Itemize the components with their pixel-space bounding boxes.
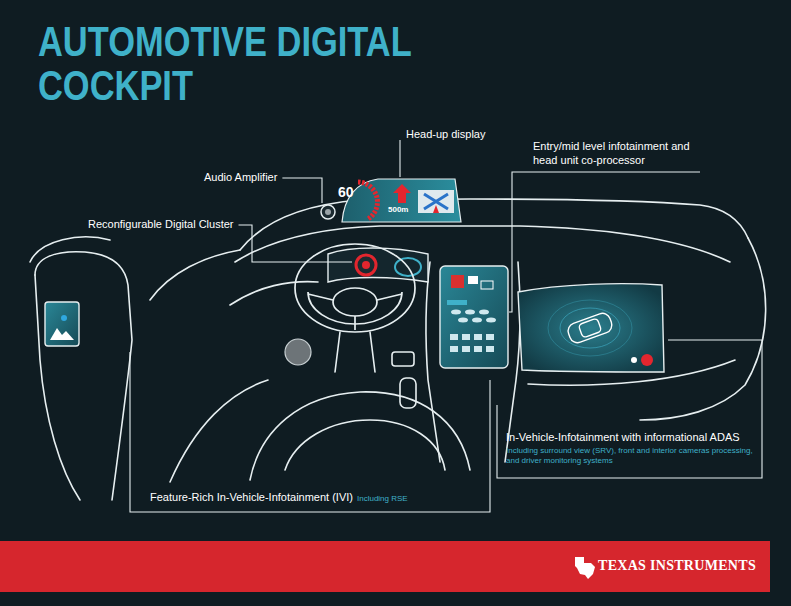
left-door xyxy=(30,237,110,262)
cluster-leader xyxy=(239,225,352,262)
music-icon xyxy=(451,275,464,288)
ivi-bracket xyxy=(130,352,490,512)
label-anchor: Entry/mid level infotainment and head un… xyxy=(533,139,705,167)
cluster-dial-core xyxy=(362,261,370,269)
leader-lines xyxy=(130,140,762,512)
gear-lever xyxy=(400,378,416,408)
adas-alert xyxy=(641,354,653,366)
speaker-grille xyxy=(285,339,311,365)
left-seat xyxy=(35,252,132,500)
console-bar xyxy=(447,300,467,305)
hud-map xyxy=(418,190,454,213)
label-anchor: 60 xyxy=(338,184,354,201)
console-icons xyxy=(450,310,496,353)
label-anchor: 500m xyxy=(388,205,408,215)
surround-view-rings xyxy=(548,300,632,356)
driver-seat-inner xyxy=(285,420,445,470)
label-anchor: Including RSE xyxy=(357,494,408,504)
dashboard-lower xyxy=(230,282,318,305)
rse-dot xyxy=(61,315,67,321)
callout-label: Audio Amplifier xyxy=(204,171,277,184)
footer-band xyxy=(0,541,770,592)
steering-column xyxy=(335,332,375,372)
seat-side xyxy=(170,380,268,482)
app-icon xyxy=(468,276,478,284)
cluster-dial xyxy=(356,255,376,275)
callout-note: Including surround view (SRV), front and… xyxy=(506,446,756,466)
dash-speaker xyxy=(321,205,335,219)
label-anchor: TEXAS INSTRUMENTS xyxy=(598,557,756,574)
label-anchor: Reconfigurable Digital Cluster xyxy=(88,218,234,231)
logo-symbol xyxy=(575,557,595,579)
rse-screen xyxy=(45,302,79,346)
dashboard-face xyxy=(235,226,730,262)
label-anchor: Head-up display xyxy=(406,128,486,141)
left-seat-edge xyxy=(35,275,80,500)
diagram-title: AUTOMOTIVE DIGITAL COCKPIT xyxy=(38,20,432,108)
adas-screen xyxy=(518,284,664,372)
distance-reading: 500m xyxy=(388,205,408,215)
infotainment-leader xyxy=(509,172,700,312)
callout-label: Feature-Rich In-Vehicle-Infotainment (IV… xyxy=(150,491,353,504)
callout-note: Including RSE xyxy=(357,494,408,504)
hud-screen xyxy=(342,179,461,222)
adas-bracket xyxy=(497,340,762,478)
adas-person xyxy=(631,357,637,363)
gauge-reading: 60 xyxy=(338,184,354,201)
label-anchor: Feature-Rich In-Vehicle-Infotainment (IV… xyxy=(150,491,353,504)
logo-wordmark: TEXAS INSTRUMENTS xyxy=(598,557,756,574)
label-anchor: Audio Amplifier xyxy=(204,171,277,184)
callout-label: Reconfigurable Digital Cluster xyxy=(88,218,234,231)
hud-leader xyxy=(399,140,400,177)
control-knob xyxy=(392,352,414,366)
app-icon xyxy=(481,281,493,289)
dashboard-left xyxy=(150,250,240,300)
label-anchor: Including surround view (SRV), front and… xyxy=(506,446,756,466)
label-anchor: In-Vehicle-Infotainment with information… xyxy=(506,431,740,444)
audio-leader xyxy=(282,178,322,203)
driver-seat xyxy=(250,392,470,480)
console-left xyxy=(426,262,440,462)
dash-speaker-core xyxy=(325,209,331,215)
hud-map-marker xyxy=(433,205,439,213)
interior-lines xyxy=(30,199,766,500)
rse-picture xyxy=(50,328,74,340)
steering-wheel xyxy=(295,244,415,332)
callout-label: Head-up display xyxy=(406,128,486,141)
hud-arrow xyxy=(393,184,411,203)
hud-gauge xyxy=(358,182,377,219)
callout-label: In-Vehicle-Infotainment with information… xyxy=(506,431,740,444)
car-icon xyxy=(566,311,614,345)
callout-label: Entry/mid level infotainment and head un… xyxy=(533,139,705,167)
console-screen xyxy=(440,266,508,368)
title-anchor: AUTOMOTIVE DIGITAL COCKPIT xyxy=(38,20,518,108)
